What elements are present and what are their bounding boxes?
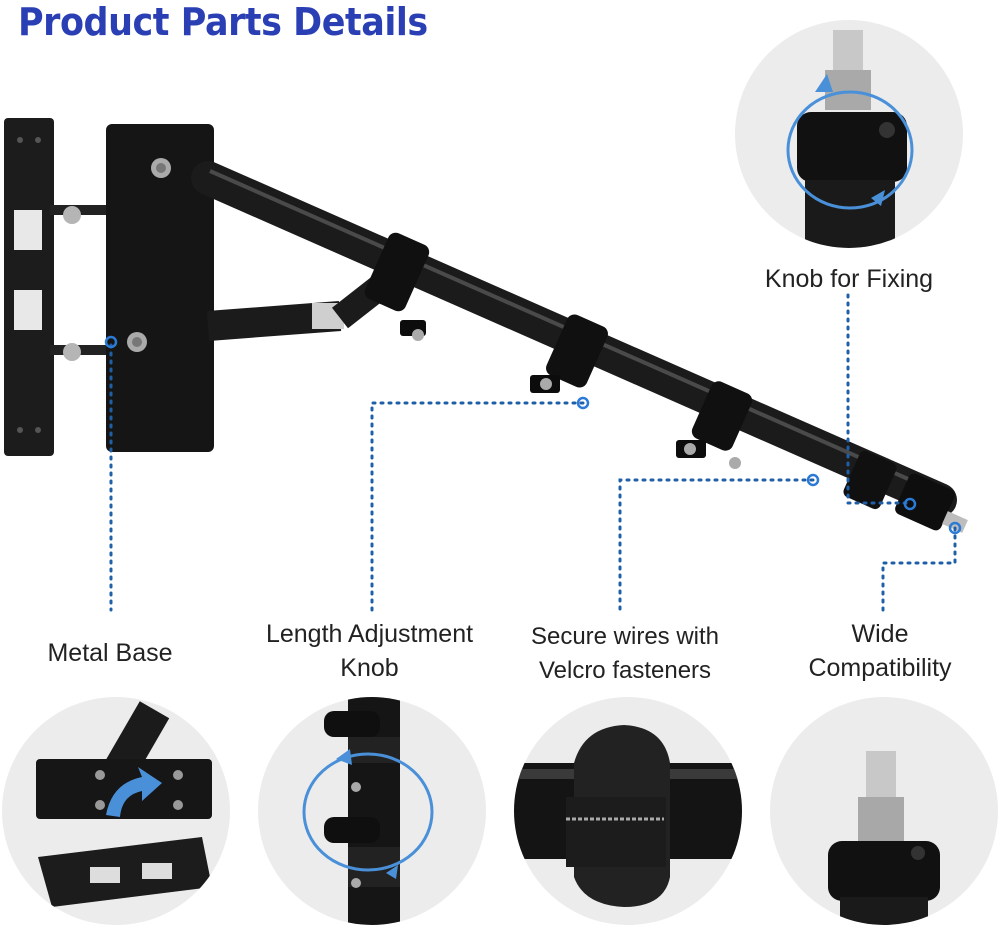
length-adjustment-knob-photo: [258, 697, 486, 925]
leader-lines: [109, 293, 957, 612]
knob-for-fixing-label: Knob for Fixing: [764, 265, 934, 293]
wide-compatibility-photo: [770, 697, 998, 925]
length-adjustment-line2: Knob: [340, 654, 399, 682]
velcro-label: Secure wires with Velcro fasteners: [505, 620, 745, 688]
rotate-arrow-icon: [302, 752, 434, 872]
page-title: Product Parts Details: [18, 0, 428, 44]
leader-markers: [104, 335, 962, 535]
wide-line1: Wide: [851, 620, 909, 648]
metal-base-label: Metal Base: [47, 639, 173, 667]
metal-base-plate: [106, 124, 214, 452]
wide-line2: Compatibility: [808, 654, 952, 682]
wall-plate: [4, 118, 54, 456]
wide-compatibility-label: Wide Compatibility: [785, 617, 975, 685]
clamp-collars: [364, 232, 968, 533]
metal-base-photo: [2, 697, 230, 925]
length-adjustment-line1: Length Adjustment: [265, 620, 474, 648]
rotate-arrow-icon: [106, 767, 162, 817]
velcro-fastener-photo: [514, 697, 742, 925]
velcro-line2: Velcro fasteners: [538, 657, 712, 684]
rotate-arrow-icon: [786, 90, 914, 210]
length-adjustment-label: Length Adjustment Knob: [232, 617, 507, 685]
velcro-line1: Secure wires with: [530, 623, 720, 650]
knob-for-fixing-photo: [735, 20, 963, 248]
